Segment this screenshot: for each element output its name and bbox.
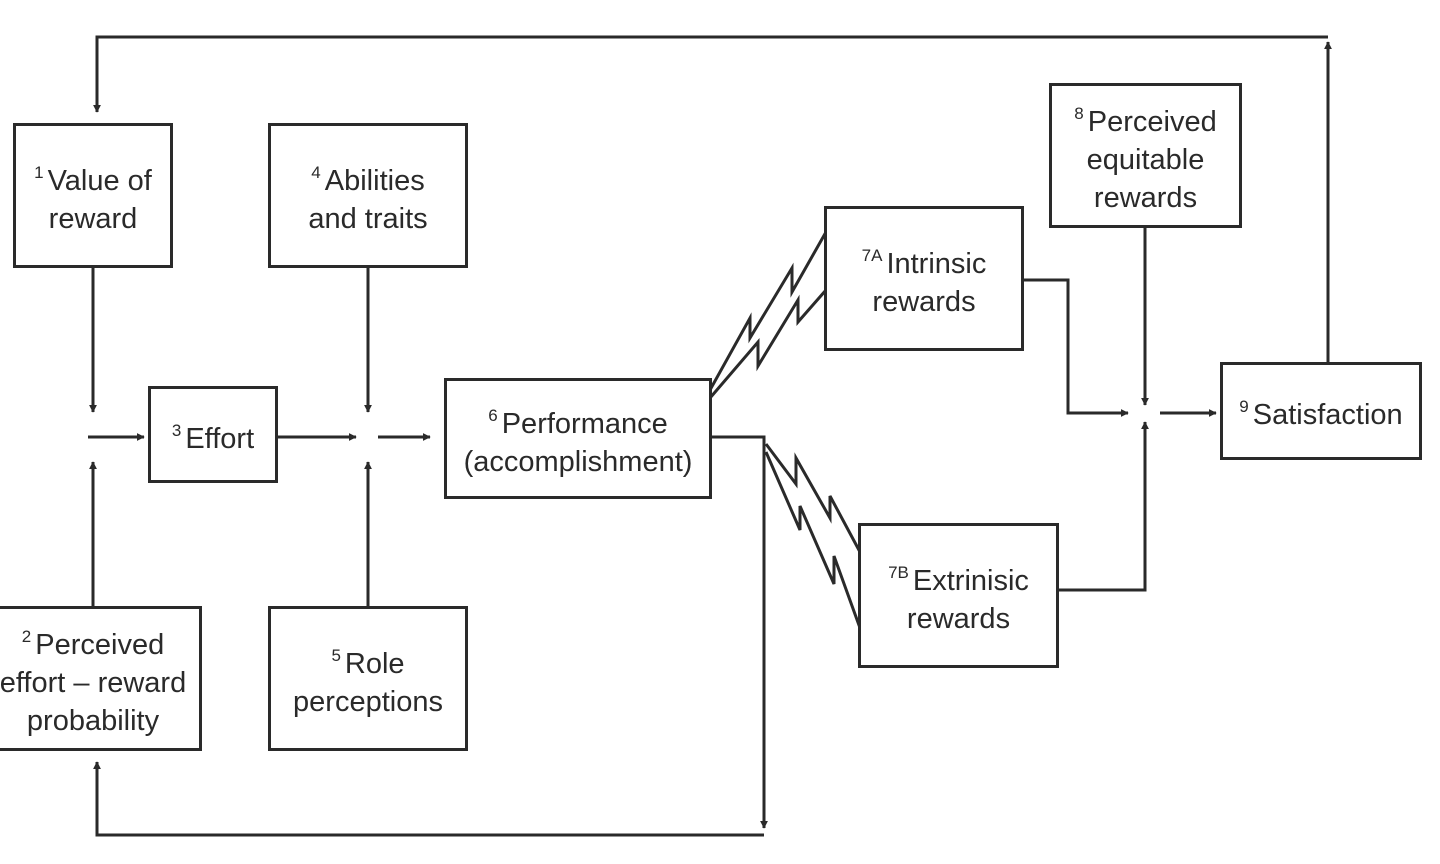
zigzag-performance-to-intrinsic-2 [708, 289, 828, 399]
node-label-line: rewards [906, 602, 1011, 635]
node-label-line: perceptions [293, 685, 443, 718]
node-number: 6 [488, 405, 498, 425]
zigzag-performance-to-extrinsic-1 [764, 443, 862, 553]
node-label-line: and traits [308, 202, 428, 235]
node-number: 7B [888, 562, 909, 582]
node-label-line: probability [26, 704, 160, 737]
node-label-line: reward [48, 202, 138, 235]
node-number: 1 [34, 162, 44, 182]
node-label-line: rewards [1093, 181, 1198, 214]
arrow-intrinsic-to-junction [1022, 278, 1129, 417]
node-number: 2 [21, 626, 32, 646]
zigzag-performance-to-extrinsic-2 [764, 451, 862, 629]
node-number: 4 [311, 162, 321, 182]
line-performance-to-bottom [710, 435, 768, 829]
node-label-line: rewards [872, 285, 976, 318]
feedback-top-line [93, 35, 1328, 113]
node-label-line: equitable [1086, 143, 1205, 176]
node-label-line: effort – reward [0, 666, 187, 699]
node-number: 7A [861, 245, 883, 265]
node-number: 5 [331, 645, 341, 665]
zigzag-performance-to-intrinsic-1 [708, 231, 828, 391]
node-number: 3 [171, 420, 182, 440]
node-number: 9 [1239, 397, 1249, 416]
feedback-bottom-line [93, 761, 764, 837]
arrow-extrinsic-to-junction [1058, 421, 1149, 592]
node-label-line: (accomplishment) [463, 445, 693, 478]
node-number: 8 [1074, 103, 1084, 123]
